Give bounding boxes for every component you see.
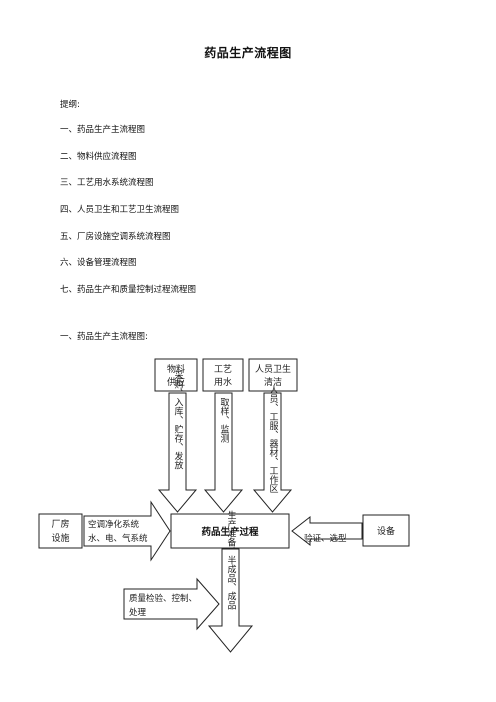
equipment-box: [362, 514, 410, 547]
personnel-hygiene-down-arrow: [252, 392, 293, 513]
process-water-label-2: 用水: [214, 376, 232, 388]
facilities-label-2: 设施: [51, 532, 69, 544]
personnel-hygiene-box: [248, 358, 298, 392]
production-process-box: [170, 513, 290, 549]
outline-item-6: 六、设备管理流程图: [60, 258, 137, 269]
material-supply-arrow-text: 采购、入库、贮存、发放: [173, 370, 184, 470]
process-water-down-arrow: [203, 392, 244, 513]
process-water-box: [202, 358, 244, 392]
material-supply-label-2: 供应: [167, 376, 185, 388]
outline-item-7: 七、药品生产和质量控制过程流程图: [60, 285, 197, 296]
production-output-down-arrow: [207, 548, 254, 653]
production-output-arrow-text: 生产准备、半成品、成品: [226, 509, 237, 610]
facilities-arrow-text-1: 空调净化系统: [88, 519, 140, 530]
equipment-arrow-text: 验证、选型: [304, 533, 347, 544]
facilities-arrow-text-2: 水、电、气系统: [88, 533, 148, 544]
personnel-hygiene-label-2: 清洁: [264, 376, 282, 388]
outline-label: 提纲:: [60, 100, 80, 110]
outline-item-1: 一、药品生产主流程图: [60, 125, 146, 135]
outline-item-4: 四、人员卫生和工艺卫生流程图: [60, 205, 180, 216]
personnel-hygiene-arrow-text: 人员、工服、器材、工作区: [268, 385, 279, 493]
facilities-box: [38, 513, 83, 549]
process-water-label-1: 工艺: [214, 364, 232, 375]
material-supply-label-1: 物料: [167, 363, 185, 375]
material-supply-down-arrow: [157, 392, 198, 513]
quality-control-text-1: 质量检验、控制、: [129, 593, 197, 604]
outline-item-3: 三、工艺用水系统流程图: [60, 178, 154, 189]
equipment-label: 设备: [377, 525, 395, 537]
material-supply-box: [154, 358, 198, 392]
process-water-arrow-text: 取样、监测: [219, 397, 230, 443]
personnel-hygiene-label-1: 人员卫生: [255, 363, 291, 375]
facilities-label-1: 厂房: [51, 518, 69, 530]
outline-item-2: 二、物料供应流程图: [60, 151, 137, 162]
equipment-left-arrow: [291, 515, 363, 547]
section-heading: 一、药品生产主流程图:: [60, 332, 148, 342]
outline-list: 一、药品生产主流程图 二、物料供应流程图 三、工艺用水系统流程图 四、人员卫生和…: [60, 125, 196, 312]
quality-control-right-arrow: [123, 577, 220, 631]
facilities-right-arrow: [83, 500, 171, 562]
quality-control-text-2: 处理: [129, 607, 147, 618]
document-title: 药品生产流程图: [204, 46, 292, 60]
production-process-label: 药品生产过程: [201, 526, 259, 538]
outline-item-5: 五、厂房设施空调系统流程图: [60, 231, 171, 242]
